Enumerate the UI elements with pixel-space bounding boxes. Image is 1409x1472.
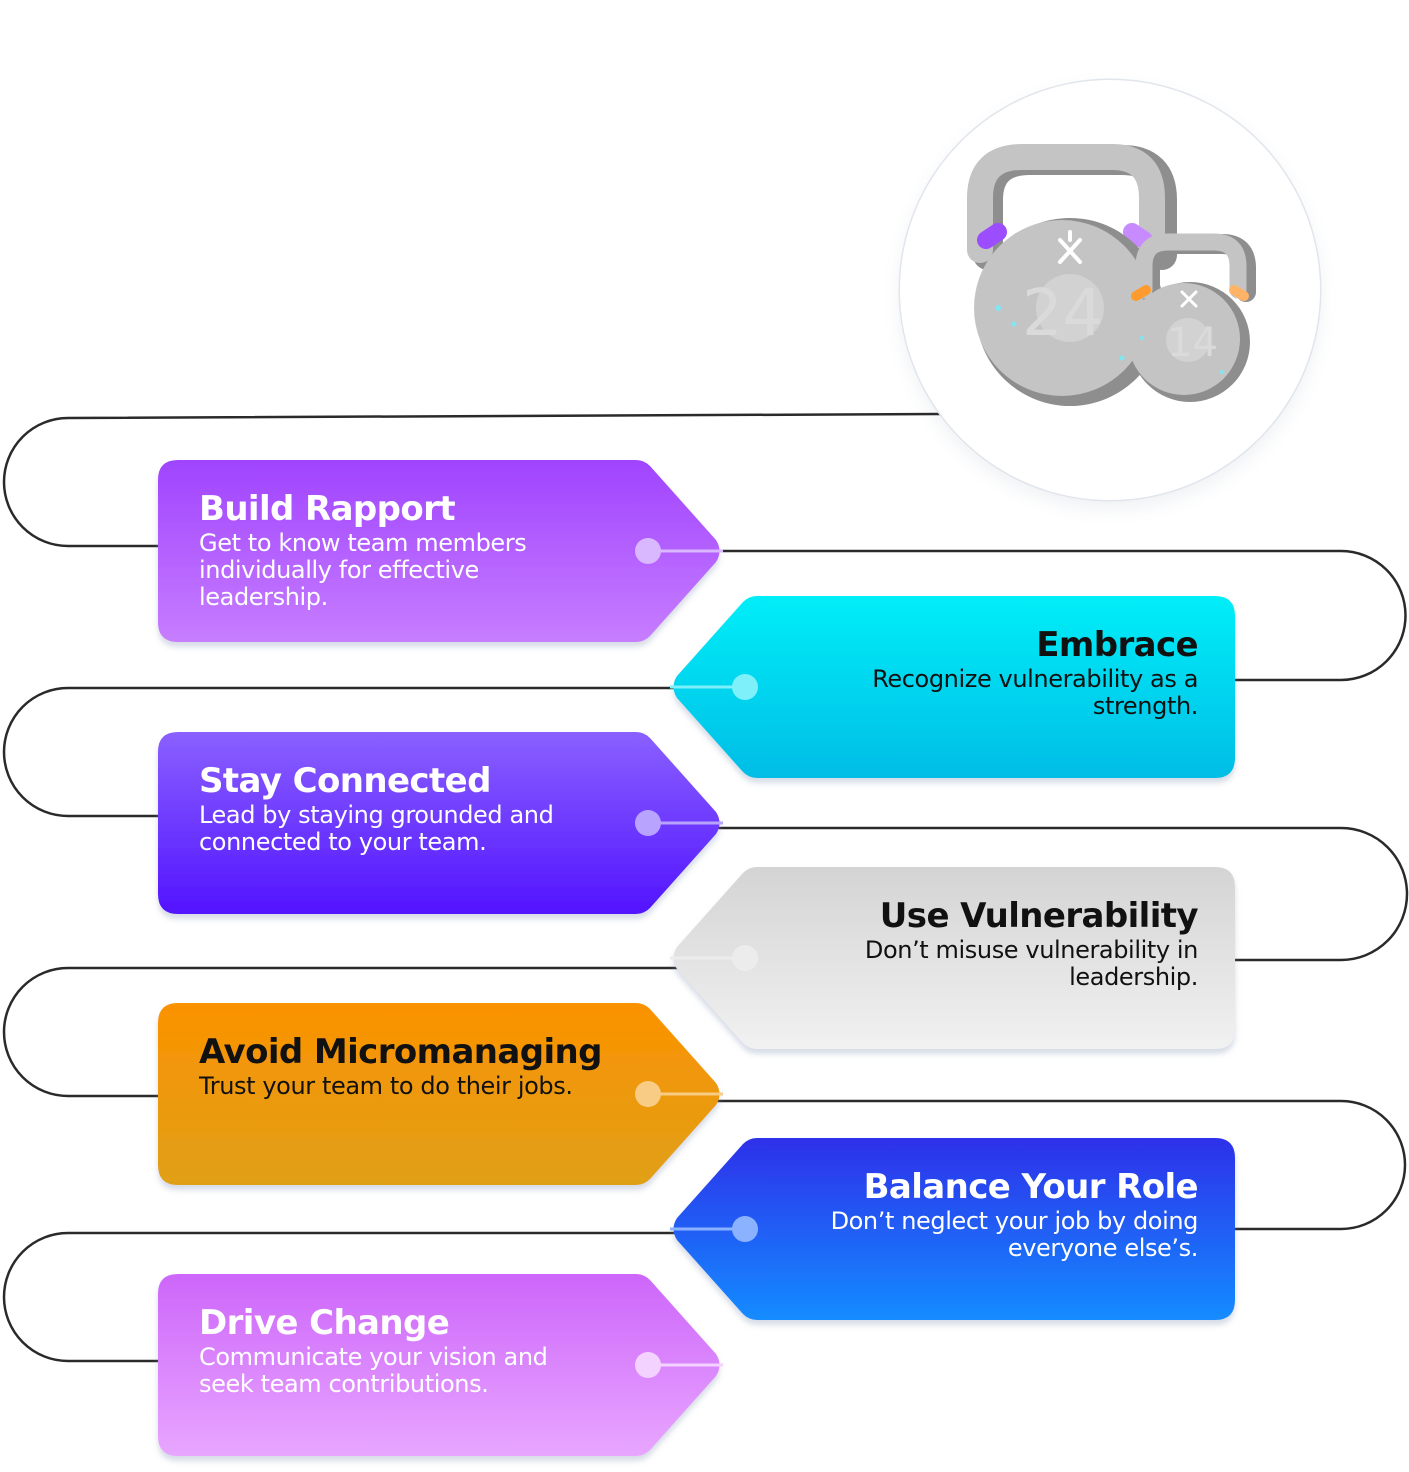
tag-shape bbox=[670, 1138, 1235, 1320]
tag-shape bbox=[158, 460, 723, 642]
step-title: Use Vulnerability bbox=[879, 896, 1199, 936]
step-description: Lead by staying grounded and connected t… bbox=[199, 801, 554, 856]
step-title: Build Rapport bbox=[199, 489, 456, 529]
tag-shape bbox=[670, 867, 1235, 1049]
tag-body bbox=[158, 1003, 720, 1185]
tag-connector-dot bbox=[732, 945, 758, 971]
step-description: Don’t misuse vulnerability in leadership… bbox=[864, 936, 1199, 991]
tag-body bbox=[158, 1274, 720, 1456]
illustration-circle bbox=[900, 80, 1320, 500]
tag-connector-dot bbox=[635, 538, 661, 564]
step-description: Communicate your vision and seek team co… bbox=[199, 1343, 548, 1398]
step-description: Trust your team to do their jobs. bbox=[199, 1072, 573, 1100]
tag-connector-dot bbox=[635, 1081, 661, 1107]
step-title: Avoid Micromanaging bbox=[199, 1032, 602, 1072]
step-description: Recognize vulnerability as a strength. bbox=[872, 665, 1198, 720]
tag-connector-dot bbox=[732, 674, 758, 700]
tag-shape bbox=[158, 732, 723, 914]
tag-body bbox=[158, 460, 720, 642]
tag-connector-dot bbox=[635, 810, 661, 836]
step-title: Balance Your Role bbox=[863, 1167, 1199, 1207]
tag-shape bbox=[670, 596, 1235, 778]
step-description: Don’t neglect your job by doing everyone… bbox=[830, 1207, 1199, 1262]
tag-connector-dot bbox=[732, 1216, 758, 1242]
tag-body bbox=[158, 732, 720, 914]
step-title: Stay Connected bbox=[199, 761, 491, 801]
tag-body bbox=[673, 867, 1235, 1049]
step-title: Embrace bbox=[1036, 625, 1198, 665]
tag-shape bbox=[158, 1003, 723, 1185]
step-description: Get to know team members individually fo… bbox=[199, 529, 527, 611]
tag-body bbox=[673, 1138, 1235, 1320]
tag-body bbox=[673, 596, 1235, 778]
tag-shape bbox=[158, 1274, 723, 1456]
step-title: Drive Change bbox=[199, 1303, 450, 1343]
tag-connector-dot bbox=[635, 1352, 661, 1378]
